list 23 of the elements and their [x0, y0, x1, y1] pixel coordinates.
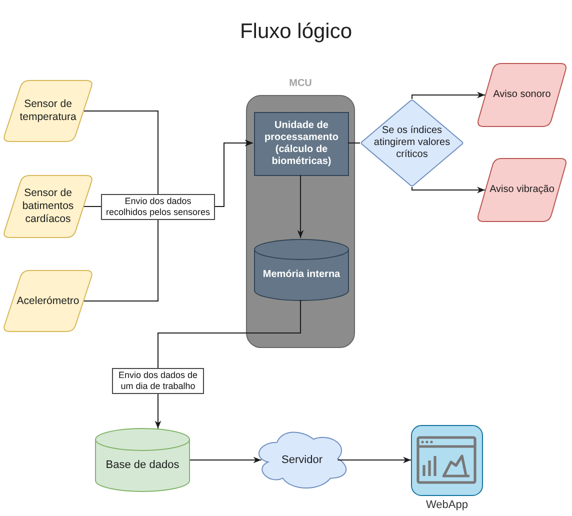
node-label: WebApp — [426, 498, 468, 512]
node-label: Acelerómetro — [16, 294, 80, 308]
node-label: Se os índices atingirem valores críticos — [372, 125, 452, 161]
process-box — [254, 112, 349, 176]
edge-label: Envio dos dados de um dia de trabalho — [112, 368, 204, 394]
edge-label: Envio dos dados recolhidos pelos sensores — [101, 194, 215, 220]
node-label: Unidade de processamento (cálculo de biométricas) — [264, 120, 340, 168]
node-label: Aviso sonoro — [493, 89, 551, 101]
arrow — [154, 300, 301, 430]
node-label: Memória interna — [262, 269, 340, 281]
node-label: Base de dados — [106, 459, 180, 472]
arrow — [190, 456, 262, 464]
node-label: Aviso vibração — [490, 184, 554, 196]
arrow — [412, 92, 486, 100]
node-label: Sensor de temperatura — [18, 98, 78, 124]
arrow — [337, 456, 412, 464]
node-label: Sensor de batimentos cardíacos — [21, 187, 75, 226]
diagram-title: Fluxo lógico — [240, 19, 352, 45]
group-label: MCU — [289, 78, 312, 90]
arrow — [297, 174, 304, 238]
node-label: Servidor — [282, 454, 322, 466]
connector-line — [348, 142, 360, 144]
arrow — [412, 186, 486, 194]
